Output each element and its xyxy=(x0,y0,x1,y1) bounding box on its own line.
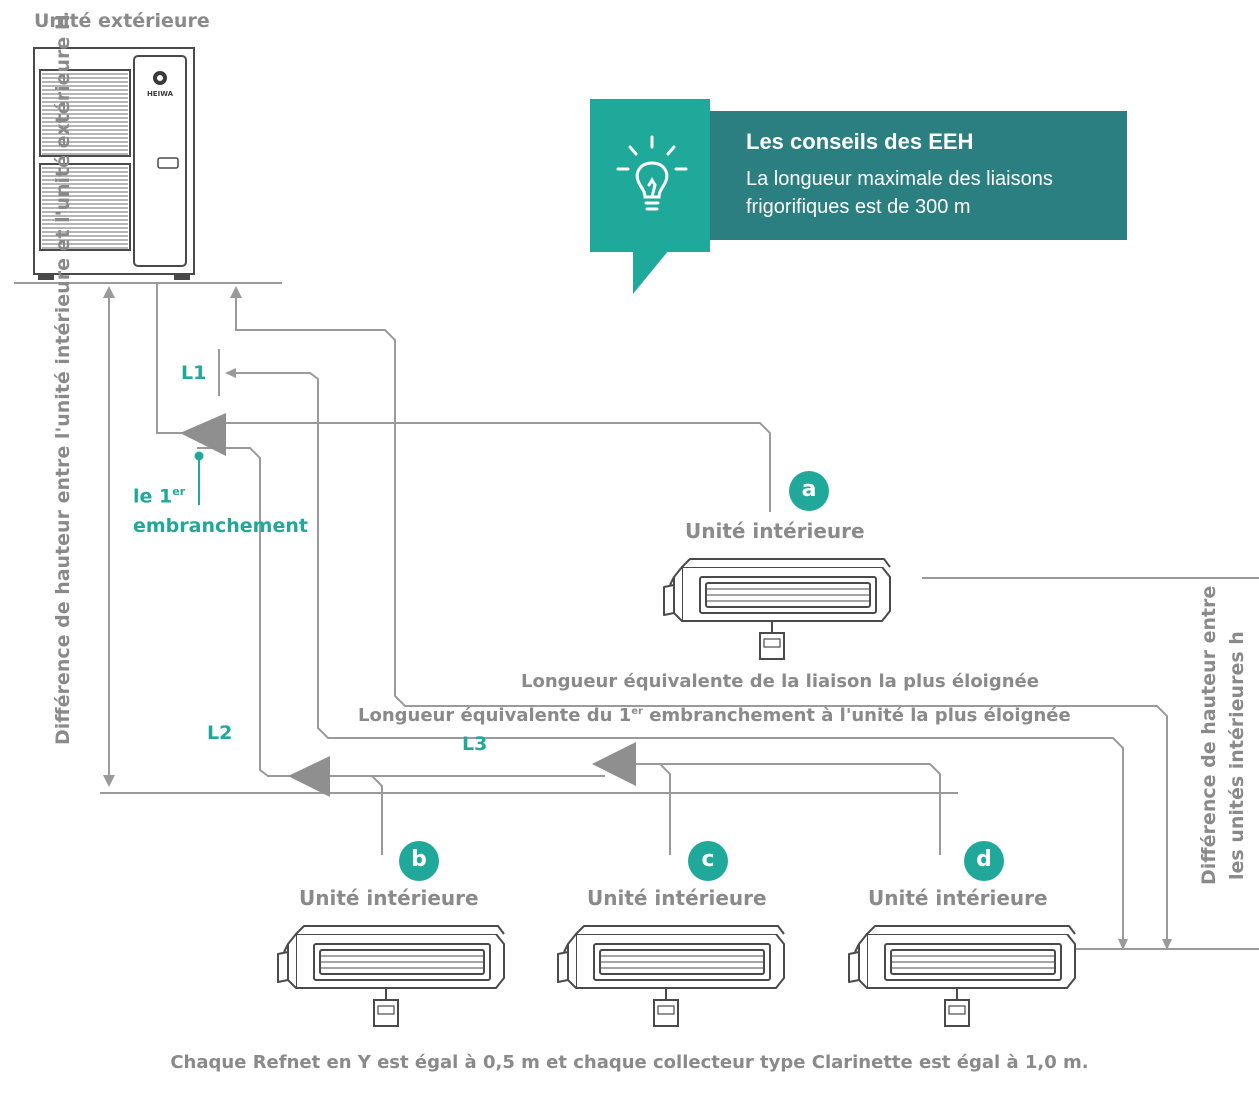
pipe-to-unit-a xyxy=(220,422,771,512)
unit-d-badge: d xyxy=(964,841,1004,881)
brand-logo-text: HEIWA xyxy=(147,90,174,98)
unit-c-badge: c xyxy=(688,841,728,881)
equiv-first-suffix: embranchement à l'unité la plus éloignée xyxy=(642,705,1071,726)
height-h-indoor-label-line1: Différence de hauteur entre xyxy=(1198,585,1220,885)
tip-text-panel xyxy=(710,111,1127,240)
lightbulb-icon xyxy=(616,135,688,211)
indoor-unit-a xyxy=(663,558,891,660)
outdoor-unit-title: Unité extérieure xyxy=(34,10,210,32)
footer-note: Chaque Refnet en Y est égal à 0,5 m et c… xyxy=(170,1052,1089,1073)
tip-title: Les conseils des EEH xyxy=(746,129,974,154)
main-pipe xyxy=(156,283,183,434)
l3-label: L3 xyxy=(462,733,488,755)
indoor-unit-b xyxy=(277,925,505,1027)
first-branch-label: le 1er xyxy=(133,485,185,507)
pipe-to-unit-d xyxy=(633,763,941,855)
pipe-l2 xyxy=(197,447,292,777)
l1-arrow-path xyxy=(225,368,319,383)
unit-c-label: Unité intérieure xyxy=(587,886,767,910)
farthest-equiv-path xyxy=(235,296,1172,950)
tip-callout: Les conseils des EEH La longueur maximal… xyxy=(590,99,1127,252)
equiv-farthest-label: Longueur équivalente de la liaison la pl… xyxy=(521,671,1039,692)
first-branch-pointer-dot xyxy=(194,451,204,461)
unit-b-badge: b xyxy=(399,841,439,881)
unit-d-label: Unité intérieure xyxy=(868,886,1048,910)
tip-icon-panel xyxy=(590,99,710,252)
farthest-arrow-top xyxy=(230,286,242,298)
equiv-first-prefix: Longueur équivalente du 1 xyxy=(358,705,632,726)
h-arrow-top xyxy=(103,286,115,298)
h-arrow-bottom xyxy=(103,775,115,787)
equiv-first-sup: er xyxy=(631,706,643,717)
height-h-indoor-label-line2: les unités intérieures h xyxy=(1226,631,1248,880)
height-h-label: Différence de hauteur entre l'unité inté… xyxy=(52,14,74,745)
first-branch-equiv-path xyxy=(317,383,1128,950)
tip-text: La longueur maximale des liaisons frigor… xyxy=(746,168,1053,218)
indoor-unit-c xyxy=(557,925,785,1027)
tip-callout-tail xyxy=(633,250,669,294)
pipe-to-unit-b xyxy=(325,775,383,855)
refnet-y-3 xyxy=(592,742,636,786)
first-branch-label-line2: embranchement xyxy=(133,515,308,537)
l2-label: L2 xyxy=(207,722,233,744)
l1-label: L1 xyxy=(181,362,207,384)
outdoor-unit-illustration: HEIWA xyxy=(33,47,195,280)
refnet-y-1 xyxy=(180,413,226,456)
equiv-first-branch-label: Longueur équivalente du 1er embranchemen… xyxy=(358,705,1071,726)
unit-a-badge: a xyxy=(789,471,829,511)
first-branch-sup: er xyxy=(172,485,186,498)
refnet-y-2 xyxy=(288,756,330,797)
pipe-to-unit-c xyxy=(633,763,671,855)
unit-a-label: Unité intérieure xyxy=(685,519,865,543)
indoor-unit-d xyxy=(848,925,1076,1027)
first-branch-prefix: le 1 xyxy=(133,485,173,508)
unit-b-label: Unité intérieure xyxy=(299,886,479,910)
